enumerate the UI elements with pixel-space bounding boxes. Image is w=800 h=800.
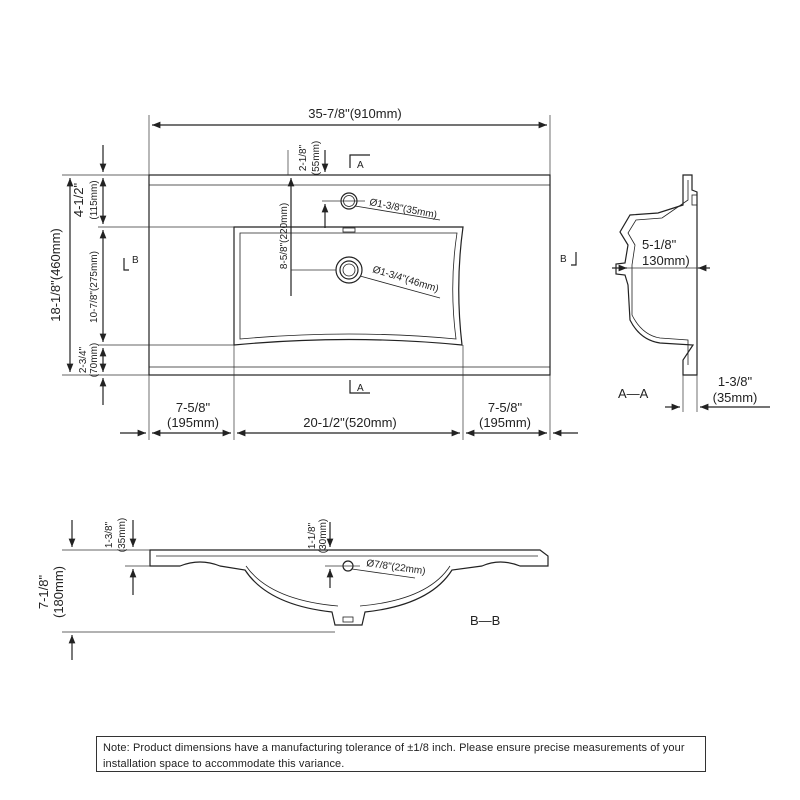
left-margin-label: 7-5/8": [176, 400, 211, 415]
vanity-top-outline: [148, 174, 551, 376]
aa-rim-thickness-mm-label: (35mm): [713, 390, 758, 405]
bb-overflow-offset-mm-label: (30mm): [318, 519, 329, 553]
faucet-hole-label: Ø1-3/8"(35mm): [368, 197, 437, 221]
section-a-top-marker: A: [357, 160, 364, 171]
bb-total-height-mm-label: (180mm): [51, 566, 66, 618]
aa-rim-thickness-label: 1-3/8": [718, 374, 753, 389]
section-b-right-marker: B: [560, 254, 567, 265]
front-depth-mm-label: (70mm): [89, 343, 100, 377]
faucet-offset-mm-label: (55mm): [311, 141, 322, 175]
bb-rim-height-mm-label: (35mm): [117, 518, 128, 552]
aa-section-label: A—A: [618, 386, 649, 401]
section-aa: 5-1/8" 130mm) A—A 1-3/8" (35mm): [612, 174, 770, 412]
bb-overflow-offset-label: 1-1/8": [307, 522, 318, 549]
left-margin-mm-label: (195mm): [167, 415, 219, 430]
section-bb: 1-3/8" (35mm) 7-1/8" (180mm) 1-1/8" (30m…: [36, 518, 549, 660]
right-margin-label: 7-5/8": [488, 400, 523, 415]
aa-bowl-height-mm-label: 130mm): [642, 253, 690, 268]
section-b-left-marker: B: [132, 255, 139, 266]
front-depth-label: 2-3/4": [78, 346, 89, 373]
drain-hole-label: Ø1-3/4"(46mm): [371, 264, 440, 295]
section-bb-profile: [149, 549, 549, 626]
section-a-bottom-marker: A: [357, 383, 364, 394]
right-margin-mm-label: (195mm): [479, 415, 531, 430]
bb-total-height-label: 7-1/8": [36, 574, 51, 609]
tolerance-note: Note: Product dimensions have a manufact…: [96, 736, 706, 772]
bowl-outline: [233, 226, 464, 346]
bb-rim-height-label: 1-3/8": [104, 521, 115, 548]
bb-section-label: B—B: [470, 613, 500, 628]
bowl-width-label: 20-1/2"(520mm): [303, 415, 396, 430]
back-depth-label: 4-1/2": [71, 182, 86, 217]
faucet-offset-label: 2-1/8": [298, 144, 309, 171]
overall-width-label: 35-7/8"(910mm): [308, 106, 401, 121]
depth-total-label: 18-1/8"(460mm): [48, 228, 63, 321]
drain-offset-label: 8-5/8"(220mm): [279, 203, 290, 269]
aa-bowl-height-label: 5-1/8": [642, 237, 677, 252]
top-view: 35-7/8"(910mm) 18-1/8"(460mm) 4-1/2" (11…: [48, 106, 578, 440]
bowl-depth-label: 10-7/8"(275mm): [89, 251, 100, 323]
back-depth-mm-label: (115mm): [89, 180, 100, 219]
bb-overflow-hole-label: Ø7/8"(22mm): [366, 558, 427, 577]
section-aa-profile: [615, 174, 698, 376]
